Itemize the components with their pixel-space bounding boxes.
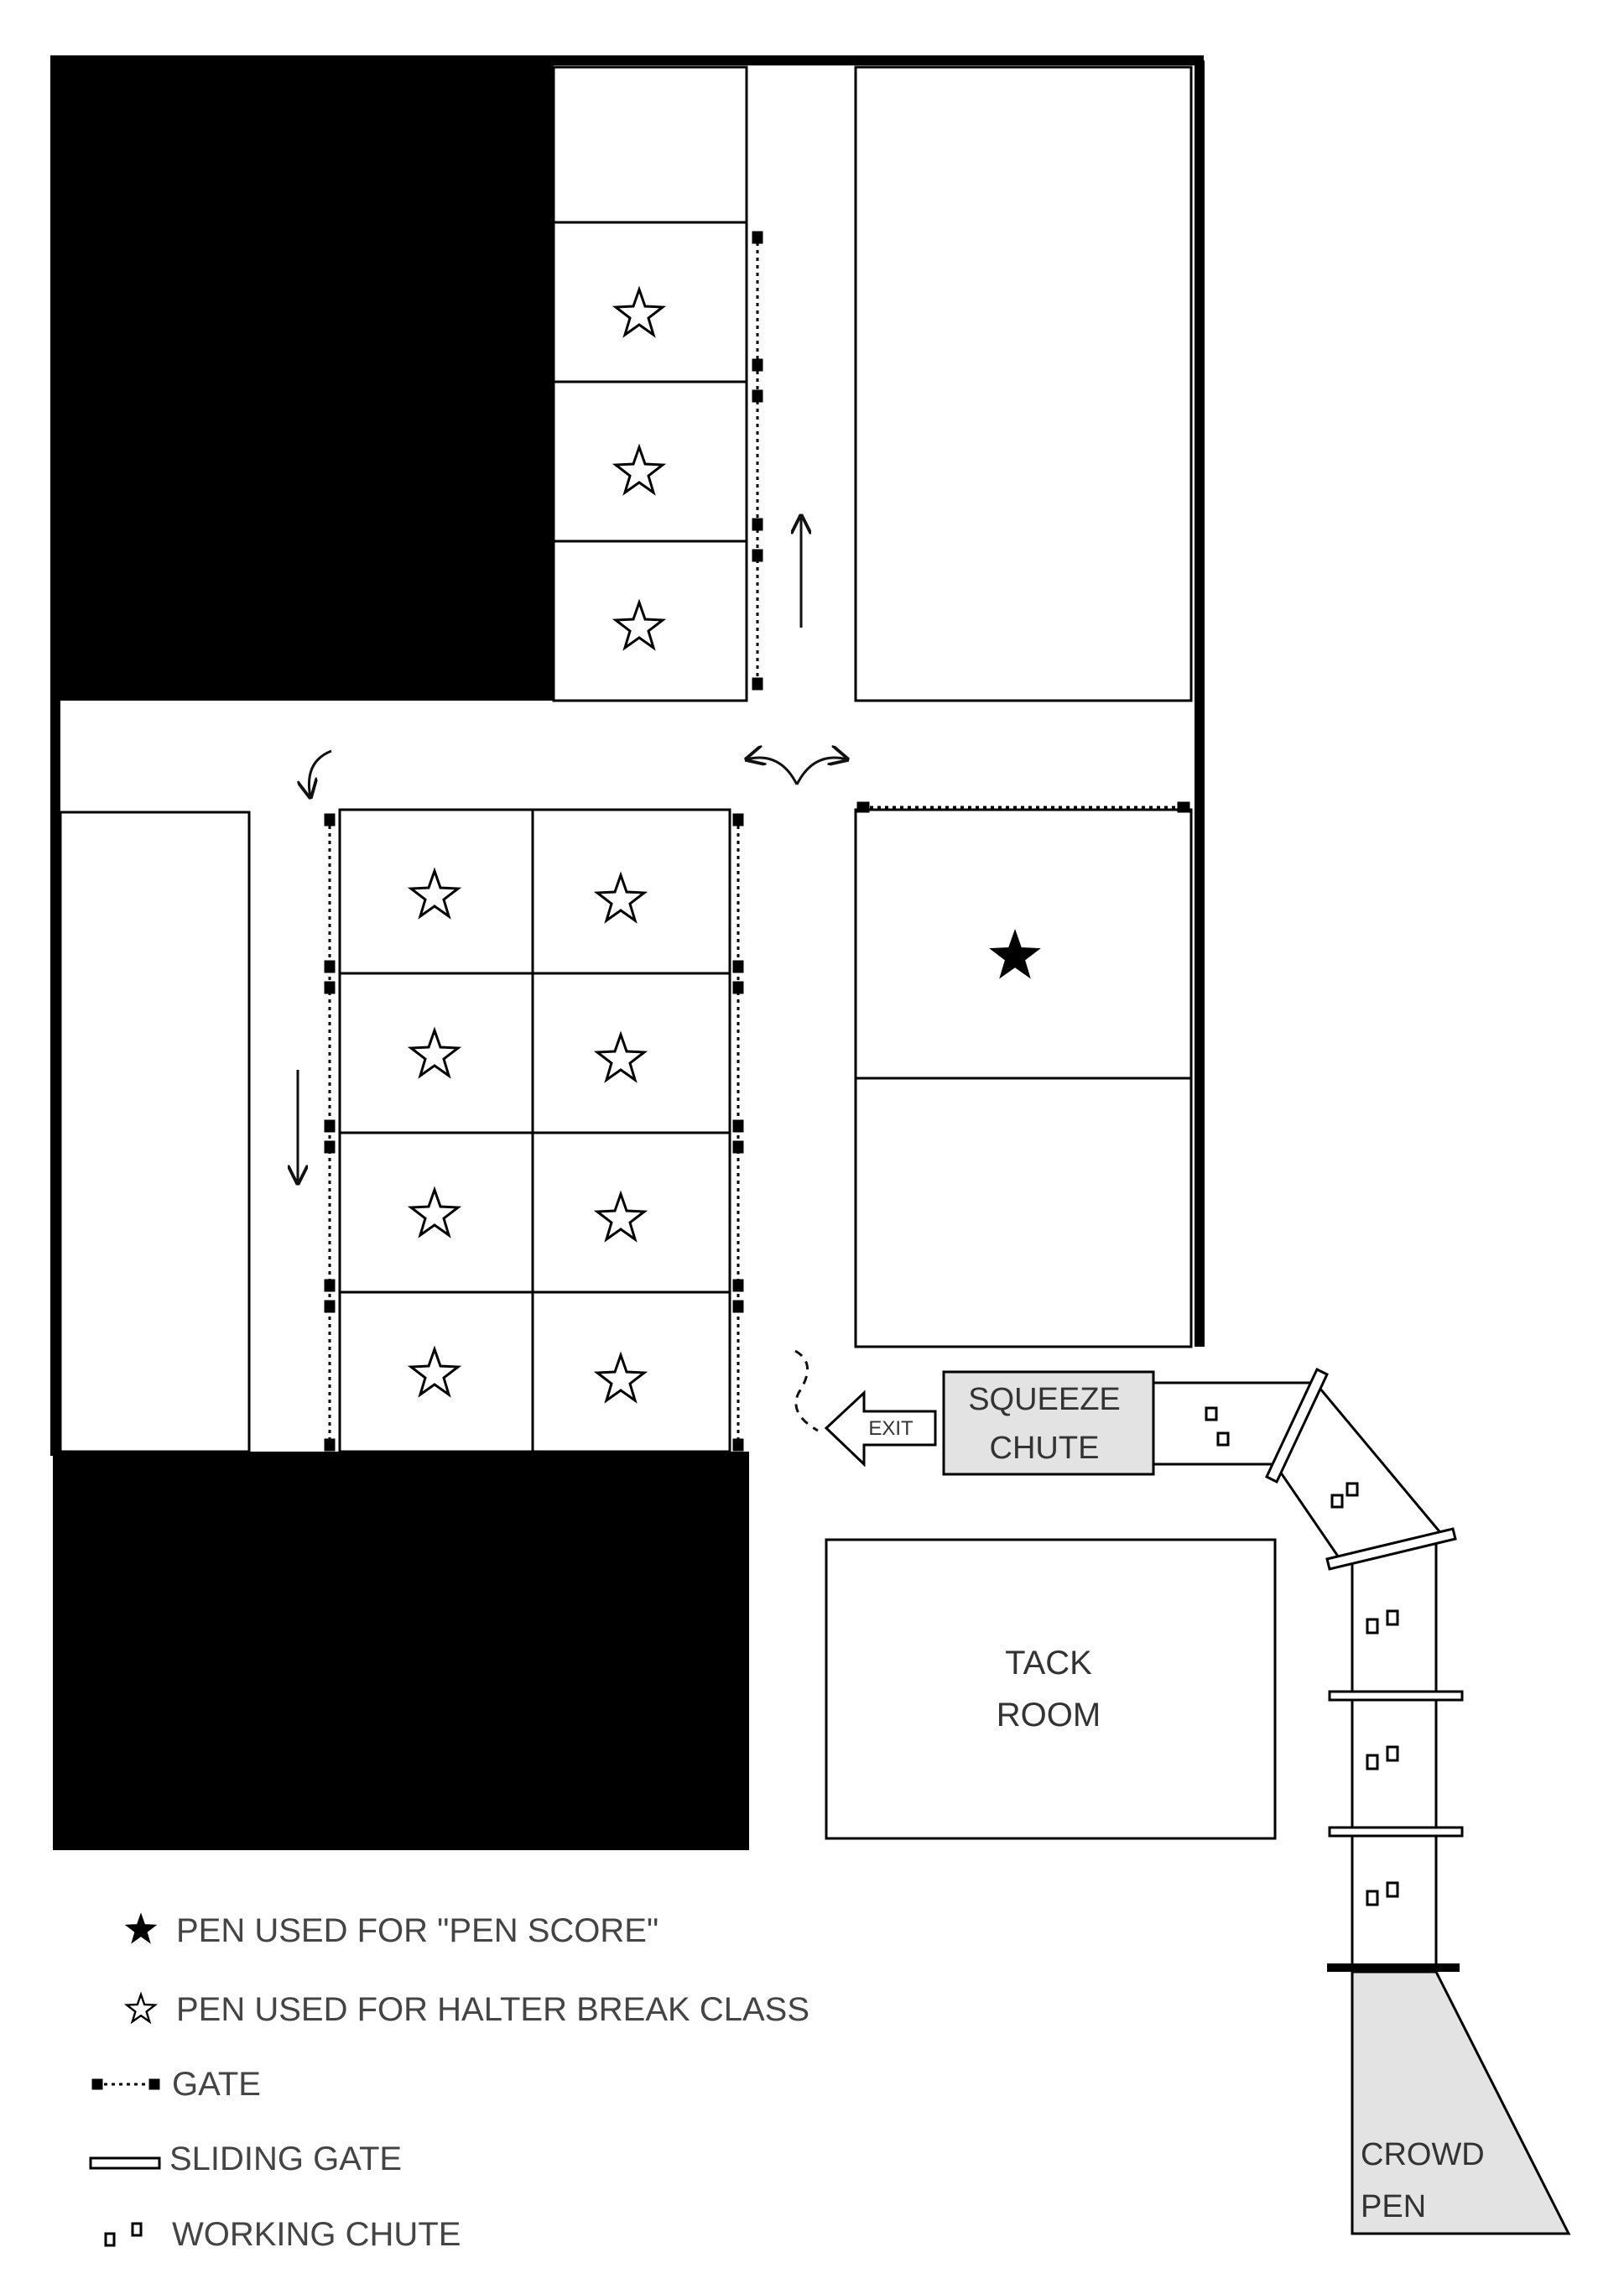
flow-arrow-icon: [747, 758, 799, 785]
tack-room: TACK ROOM: [825, 1538, 1277, 1840]
flow-arrow-icon: [794, 1349, 819, 1432]
sliding-gate-legend-icon: [89, 2156, 161, 2170]
crowd-pen: CROWD PEN: [1351, 1970, 1571, 2235]
squeeze-chute-label-1: SQUEEZE: [968, 1382, 1121, 1417]
pen-right-lower: [854, 1077, 1193, 1348]
crowd-pen-label-2: PEN: [1361, 2189, 1426, 2224]
working-chute-icons: [1205, 1406, 1399, 1906]
sliding-gates: [1265, 1367, 1464, 1838]
flow-arrows: [298, 516, 847, 1432]
building-block-bottom-left: [53, 1452, 749, 1850]
working-chute-icon: [1366, 1881, 1399, 1906]
pen-top-empty: [552, 65, 748, 224]
flow-arrow-icon: [309, 749, 332, 797]
pen-top-right-large: [854, 65, 1193, 702]
legend: PEN USED FOR "PEN SCORE" PEN USED FOR HA…: [89, 1912, 809, 2253]
tack-room-label-1: TACK: [1005, 1645, 1092, 1682]
working-chute-icon: [1366, 1609, 1399, 1635]
legend-halter-break: PEN USED FOR HALTER BREAK CLASS: [176, 1991, 809, 2028]
building-block-top-left: [50, 59, 554, 701]
working-chute-legend-icon: [104, 2222, 143, 2247]
exit-label: EXIT: [868, 1417, 914, 1440]
gate-pen-score: [856, 801, 1190, 813]
pen-top-1: [552, 221, 748, 383]
working-chute-icon: [1366, 1745, 1399, 1770]
halter-break-star-icon: [125, 1993, 157, 2023]
gate-top-pens: [752, 231, 763, 691]
working-chute-icon: [1205, 1406, 1230, 1447]
pen-left-long: [59, 811, 251, 1453]
tack-room-label-2: ROOM: [997, 1697, 1101, 1734]
squeeze-chute: SQUEEZE CHUTE: [942, 1370, 1155, 1476]
gate-middle-pens: [324, 813, 744, 1452]
pen-score-pen: [854, 808, 1193, 1080]
pen-top-2: [552, 380, 748, 543]
top-halter-pens: [552, 65, 748, 702]
middle-halter-pens: [338, 808, 731, 1453]
crowd-pen-label-1: CROWD: [1361, 2137, 1485, 2172]
outer-walls: [50, 55, 1205, 1456]
pen-score-star-icon: [126, 1914, 156, 1943]
exit-arrow: EXIT: [824, 1390, 937, 1468]
gate-legend-icon: [91, 2078, 160, 2090]
legend-gate: GATE: [172, 2066, 261, 2103]
working-chute-icon: [1330, 1482, 1359, 1509]
legend-pen-score: PEN USED FOR "PEN SCORE": [176, 1912, 658, 1949]
legend-sliding-gate: SLIDING GATE: [169, 2140, 402, 2177]
flow-arrow-icon: [795, 758, 847, 785]
legend-working-chute: WORKING CHUTE: [172, 2216, 461, 2253]
squeeze-chute-label-2: CHUTE: [990, 1431, 1100, 1466]
